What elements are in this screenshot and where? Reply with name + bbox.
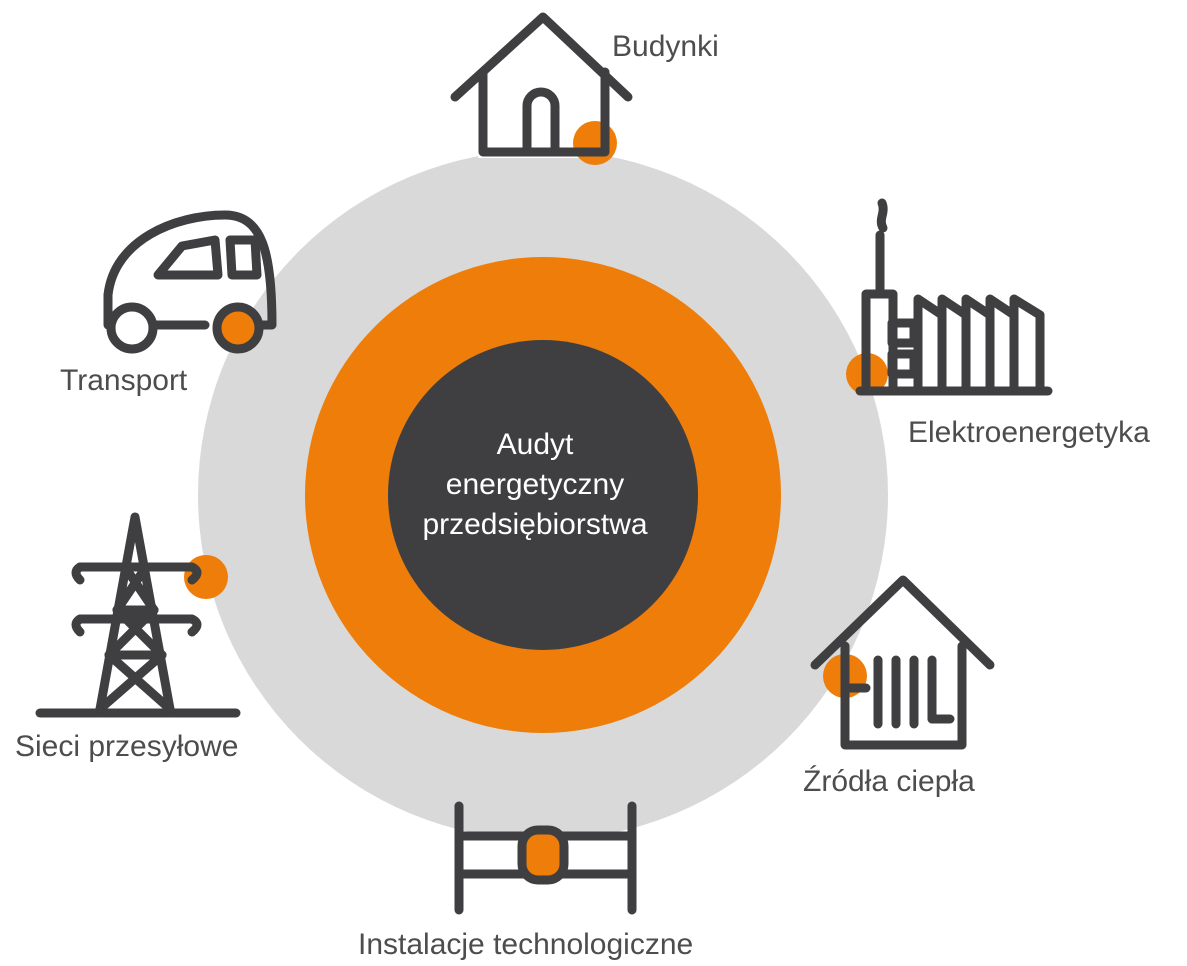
house-accent-dot (573, 121, 617, 165)
center-title-line2: energetyczny (445, 468, 625, 501)
car-accent-wheel (215, 305, 261, 351)
center-title-line1: Audyt (496, 428, 574, 461)
label-budynki: Budynki (612, 30, 719, 63)
core-circle (388, 340, 698, 650)
factory-icon (846, 198, 1053, 396)
label-sieci-przesylowe: Sieci przesyłowe (15, 730, 239, 763)
label-zrodla-ciepla: Źródła ciepła (803, 765, 975, 798)
center-title-line3: przedsiębiorstwa (422, 508, 648, 541)
center-title: Audyt energetyczny przedsiębiorstwa (385, 425, 685, 545)
label-elektroenergetyka: Elektroenergetyka (908, 416, 1150, 449)
label-instalacje-technologiczne: Instalacje technologiczne (358, 928, 694, 961)
pipe-installation-icon (454, 801, 637, 915)
label-transport: Transport (60, 364, 188, 397)
power-pylon-icon (35, 512, 241, 718)
car-icon (103, 210, 277, 354)
house-icon (450, 12, 633, 165)
pipe-valve (517, 825, 569, 885)
heat-source-icon (810, 575, 995, 750)
